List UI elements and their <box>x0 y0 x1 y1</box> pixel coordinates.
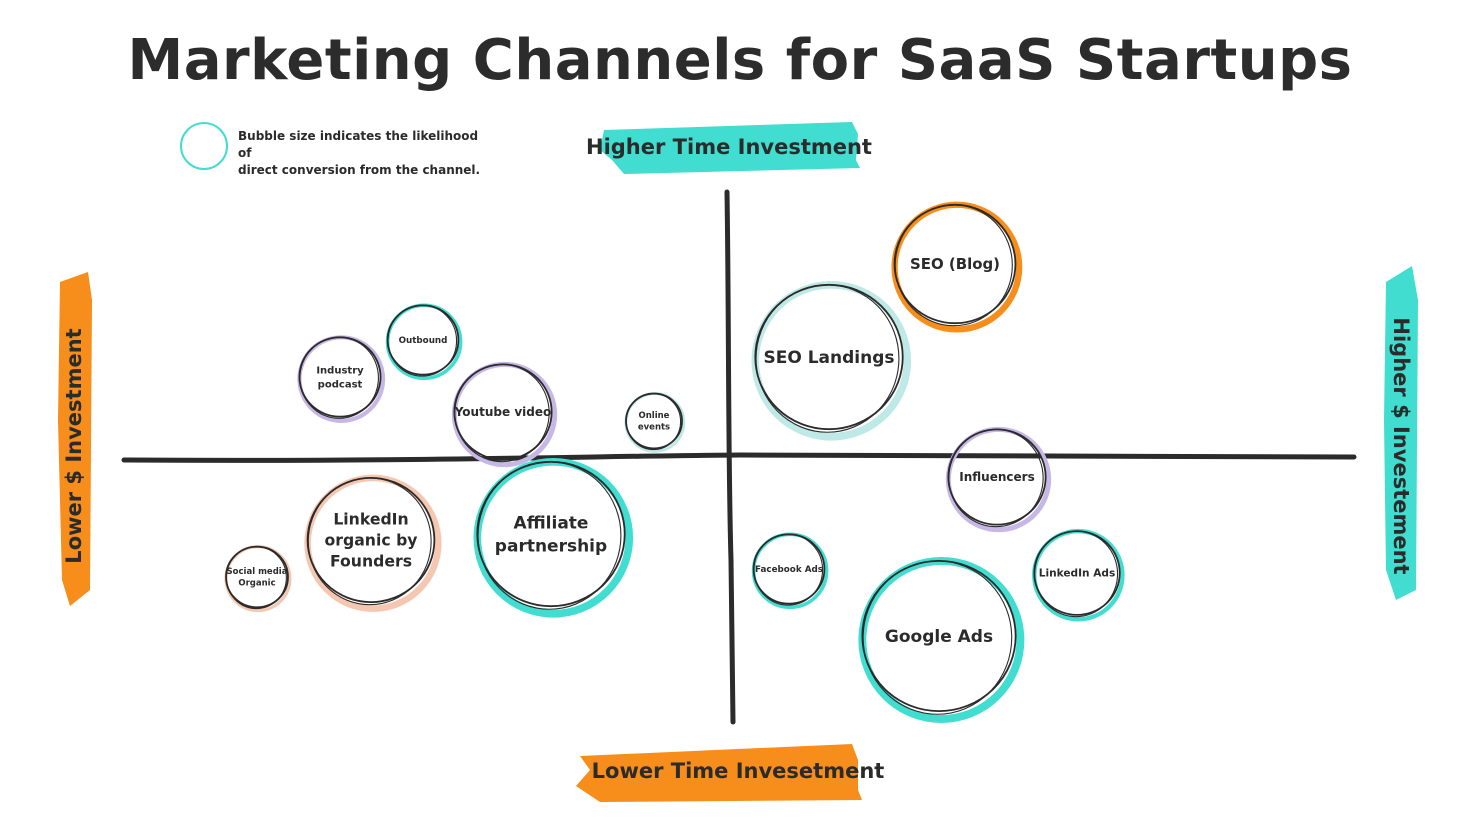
bubble-outline-sketch <box>625 393 682 451</box>
bubble-label: SEO (Blog) <box>910 255 1000 273</box>
bubble-label: LinkedIn <box>333 509 408 528</box>
bubble-size-legend: Bubble size indicates the likelihood of … <box>180 120 500 179</box>
bubble-label: Google Ads <box>885 627 993 647</box>
legend-line-2: direct conversion from the channel. <box>238 163 481 177</box>
bubble-label: SEO Landings <box>763 348 894 368</box>
bubble-label: Outbound <box>399 336 448 346</box>
bubble-label: Organic <box>238 579 275 589</box>
bubble: Outbound <box>385 303 463 381</box>
bubble-label: organic by <box>325 530 418 549</box>
x-axis-low-label: Lower $ Investment <box>62 328 86 563</box>
bubble-outline-sketch <box>225 546 287 610</box>
bubble-outline-sketch <box>948 428 1044 528</box>
bottom-label-brush <box>576 744 862 802</box>
bubble-outline-sketch <box>862 560 1013 715</box>
bubble-outline-sketch <box>299 336 380 419</box>
bubble: LinkedIn Ads <box>1032 528 1125 622</box>
bubble: Youtube video <box>451 361 558 468</box>
horizontal-axis <box>121 452 1357 463</box>
bubble: LinkedIn organic by Founders <box>304 474 442 612</box>
bubble-label: LinkedIn Ads <box>1039 568 1116 580</box>
top-label-brush <box>600 122 860 174</box>
bubble-outline-sketch <box>755 284 900 433</box>
bubble: Online events <box>624 392 686 453</box>
x-axis-high-label: Higher $ Investement <box>1389 317 1413 574</box>
bubble: Industry podcast <box>297 335 386 423</box>
bubble-outline-sketch <box>477 461 622 610</box>
bubble-label: Founders <box>330 552 412 571</box>
left-label-brush <box>58 272 92 606</box>
bubble-outline-sketch <box>753 533 824 606</box>
bubble-label: Industry <box>316 366 364 377</box>
bubble-outline-sketch <box>387 304 458 377</box>
bubble: SEO Landings <box>751 280 912 441</box>
bubble-label: Youtube video <box>454 405 552 419</box>
bubble-outline-sketch <box>454 363 550 463</box>
bubble-label: Online <box>639 411 670 421</box>
bubble-label: Social media <box>227 567 288 577</box>
bubble-outline-sketch <box>307 477 432 606</box>
vertical-axis <box>724 189 736 725</box>
bubble-label: partnership <box>495 536 607 556</box>
bubble: Influencers <box>945 426 1052 533</box>
bubble-outline-sketch <box>894 204 1013 327</box>
bubble: Facebook Ads <box>751 532 829 610</box>
bubble: SEO (Blog) <box>891 201 1023 333</box>
bubble-label: podcast <box>318 379 363 390</box>
bubble: Affiliate partnership <box>473 457 634 618</box>
legend-line-1: Bubble size indicates the likelihood of <box>238 129 479 160</box>
legend-text: Bubble size indicates the likelihood of … <box>238 128 488 179</box>
bubble-label: events <box>638 423 670 433</box>
y-axis-low-label: Lower Time Invesetment <box>592 759 885 783</box>
chart-title: Marketing Channels for SaaS Startups <box>127 28 1353 93</box>
bubble-label: Affiliate <box>514 513 589 533</box>
bubble-label: Facebook Ads <box>755 565 823 575</box>
bubble: Google Ads <box>858 556 1025 723</box>
legend-bubble-icon <box>180 122 228 170</box>
bubble-outline-sketch <box>1034 530 1119 618</box>
bubble-label: Influencers <box>959 470 1035 484</box>
y-axis-high-label: Higher Time Investment <box>586 135 872 159</box>
right-label-brush <box>1384 266 1418 600</box>
